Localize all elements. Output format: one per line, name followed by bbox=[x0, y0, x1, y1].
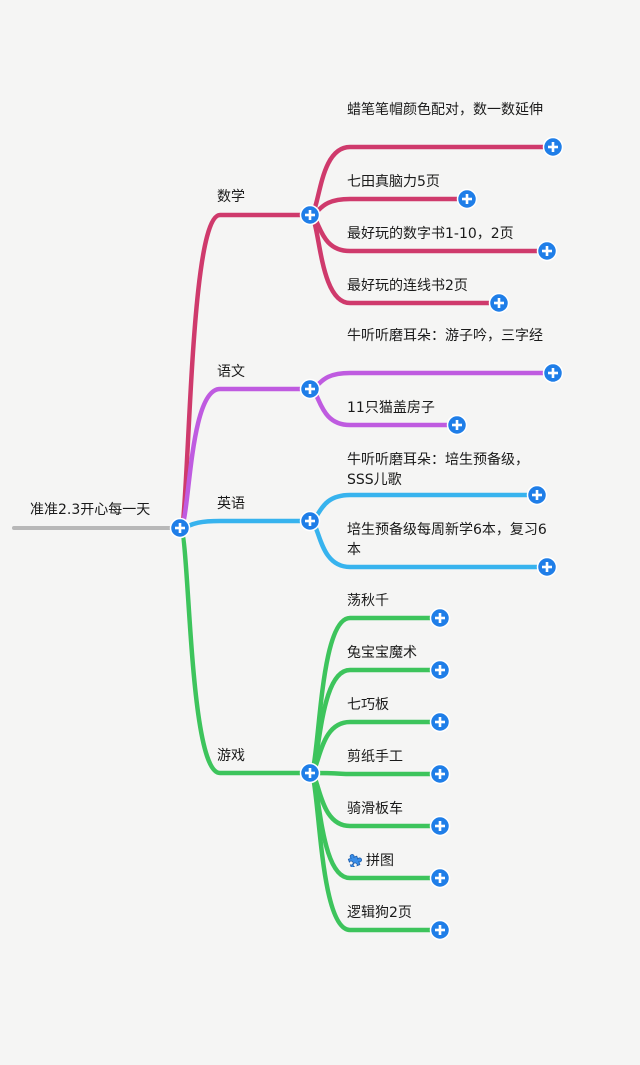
plus-icon-v bbox=[551, 368, 555, 378]
plus-icon-v bbox=[438, 613, 442, 623]
expand-button[interactable] bbox=[526, 484, 548, 506]
collapse-button-root[interactable] bbox=[169, 517, 191, 539]
leaf-topic[interactable]: 牛听听磨耳朵：游子吟，三字经 bbox=[347, 328, 543, 344]
expand-button[interactable] bbox=[429, 763, 451, 785]
leaf-topic[interactable]: 最好玩的数字书1-10，2页 bbox=[347, 226, 514, 242]
branch-line-english bbox=[177, 518, 313, 531]
leaf-line bbox=[307, 492, 540, 524]
expand-button[interactable] bbox=[456, 188, 478, 210]
leaf-topic[interactable]: 兔宝宝魔术 bbox=[347, 645, 417, 661]
leaf-topic[interactable]: 逻辑狗2页 bbox=[347, 905, 412, 921]
root-topic[interactable]: 准准2.3开心每一天 bbox=[30, 502, 151, 518]
plus-icon-v bbox=[551, 142, 555, 152]
plus-icon-v bbox=[438, 769, 442, 779]
branch-topic-english[interactable]: 英语 bbox=[217, 496, 245, 512]
leaf-topic[interactable]: 培生预备级每周新学6本，复习6本 bbox=[347, 522, 547, 558]
branch-line-chinese bbox=[177, 386, 313, 531]
expand-button[interactable] bbox=[488, 292, 510, 314]
plus-icon-v bbox=[438, 665, 442, 675]
branch-line-games bbox=[177, 525, 313, 776]
plus-icon-v bbox=[535, 490, 539, 500]
plus-icon-v bbox=[308, 516, 312, 526]
leaf-topic[interactable]: 11只猫盖房子 bbox=[347, 400, 435, 416]
branch-topic-math[interactable]: 数学 bbox=[217, 189, 245, 205]
branch-line-math bbox=[177, 212, 313, 531]
expand-button[interactable] bbox=[542, 136, 564, 158]
leaf-topic[interactable]: 剪纸手工 bbox=[347, 749, 403, 765]
branch-topic-games[interactable]: 游戏 bbox=[217, 748, 245, 764]
plus-icon-v bbox=[465, 194, 469, 204]
plus-icon-v bbox=[308, 210, 312, 220]
expand-button[interactable] bbox=[429, 815, 451, 837]
expand-button[interactable] bbox=[446, 414, 468, 436]
leaf-topic[interactable]: 最好玩的连线书2页 bbox=[347, 278, 468, 294]
leaf-topic[interactable]: 骑滑板车 bbox=[347, 801, 403, 817]
collapse-button-games[interactable] bbox=[299, 762, 321, 784]
leaf-topic[interactable]: 拼图 bbox=[347, 851, 394, 871]
expand-button[interactable] bbox=[429, 711, 451, 733]
puzzle-piece-icon bbox=[347, 851, 363, 869]
leaf-topic[interactable]: 牛听听磨耳朵：培生预备级，SSS儿歌 bbox=[347, 452, 529, 488]
expand-button[interactable] bbox=[429, 867, 451, 889]
collapse-button-english[interactable] bbox=[299, 510, 321, 532]
collapse-button-chinese[interactable] bbox=[299, 378, 321, 400]
expand-button[interactable] bbox=[429, 659, 451, 681]
branch-topic-chinese[interactable]: 语文 bbox=[217, 364, 245, 380]
plus-icon-v bbox=[438, 717, 442, 727]
plus-icon-v bbox=[178, 523, 182, 533]
plus-icon-v bbox=[545, 562, 549, 572]
plus-icon-v bbox=[497, 298, 501, 308]
expand-button[interactable] bbox=[429, 919, 451, 941]
leaf-topic[interactable]: 七田真脑力5页 bbox=[347, 174, 440, 190]
plus-icon-v bbox=[308, 768, 312, 778]
expand-button[interactable] bbox=[536, 556, 558, 578]
expand-button[interactable] bbox=[536, 240, 558, 262]
leaf-topic-text: 拼图 bbox=[366, 853, 394, 869]
plus-icon-v bbox=[455, 420, 459, 430]
plus-icon-v bbox=[438, 821, 442, 831]
expand-button[interactable] bbox=[429, 607, 451, 629]
leaf-line bbox=[307, 370, 556, 392]
leaf-line bbox=[307, 770, 443, 777]
collapse-button-math[interactable] bbox=[299, 204, 321, 226]
leaf-topic[interactable]: 荡秋千 bbox=[347, 593, 389, 609]
leaf-topic[interactable]: 七巧板 bbox=[347, 697, 389, 713]
expand-button[interactable] bbox=[542, 362, 564, 384]
plus-icon-v bbox=[545, 246, 549, 256]
plus-icon-v bbox=[438, 925, 442, 935]
leaf-line bbox=[307, 196, 470, 218]
plus-icon-v bbox=[438, 873, 442, 883]
plus-icon-v bbox=[308, 384, 312, 394]
leaf-topic[interactable]: 蜡笔笔帽颜色配对，数一数延伸 bbox=[347, 102, 543, 118]
